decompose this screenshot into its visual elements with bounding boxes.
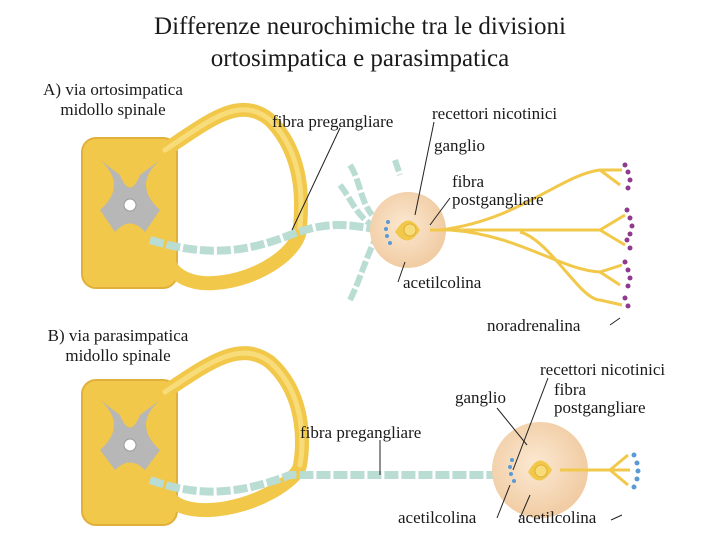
label-postganglionic-a-1: fibra (452, 172, 485, 191)
label-ach-b-left: acetilcolina (398, 508, 477, 527)
nicotinic-receptor-dots-b (508, 458, 516, 483)
label-ganglion-a: ganglio (434, 136, 485, 155)
ganglion-a (370, 192, 446, 268)
section-b-title: B) via parasimpatica (47, 326, 189, 345)
section-a-heading: A) via ortosimpatica midollo spinale (18, 80, 208, 120)
leader-lines-b (379, 377, 623, 521)
section-a-subtitle: midollo spinale (60, 100, 166, 119)
section-b-heading: B) via parasimpatica midollo spinale (28, 326, 208, 366)
postganglionic-fibers-a (430, 168, 626, 307)
label-ach-b-right: acetilcolina (518, 508, 597, 527)
preganglionic-fiber-a (148, 221, 381, 255)
postganglionic-fiber-b (560, 453, 630, 487)
sympathetic-chain (337, 159, 403, 302)
label-norepinephrine: noradrenalina (487, 316, 581, 335)
muscarinic-receptors-b (631, 452, 641, 490)
section-b-subtitle: midollo spinale (65, 346, 171, 365)
noradrenaline-receptors (622, 162, 635, 309)
section-a-title: A) via ortosimpatica (43, 80, 183, 99)
label-preganglionic-a: fibra pregangliare (272, 112, 394, 131)
label-ganglion-b: ganglio (455, 388, 506, 407)
label-postganglionic-a-2: postgangliare (452, 190, 544, 209)
label-nicotinic-b: recettori nicotinici (540, 360, 666, 379)
spinal-cord-a (81, 137, 178, 289)
nicotinic-receptor-dots-a (384, 220, 392, 245)
title-line-1: Differenze neurochimiche tra le division… (154, 13, 566, 40)
spinal-cord-b (81, 379, 178, 526)
label-preganglionic-b: fibra pregangliare (300, 423, 422, 442)
label-postganglionic-b-1: fibra (554, 380, 587, 399)
label-postganglionic-b-2: postgangliare (554, 398, 646, 417)
title-line-2: ortosimpatica e parasimpatica (210, 45, 510, 72)
leader-lines-a (291, 121, 621, 326)
label-nicotinic-a: recettori nicotinici (432, 104, 558, 123)
label-ach-a: acetilcolina (403, 273, 482, 292)
preganglionic-fiber-b (148, 471, 500, 496)
ganglion-b (492, 422, 588, 518)
